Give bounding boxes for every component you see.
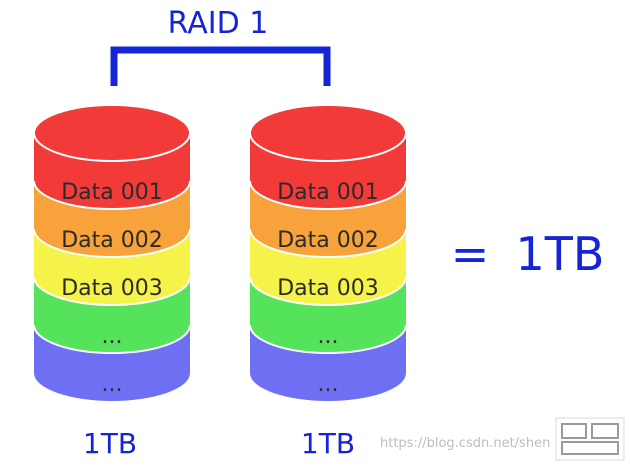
disk-1-capacity: 1TB — [83, 427, 137, 460]
equals-sign: = — [451, 227, 490, 281]
segment-divider — [249, 276, 407, 306]
mirror-bracket — [110, 46, 331, 86]
segment-divider — [33, 276, 191, 306]
segment-divider — [33, 324, 191, 354]
disk-segment-label: ... — [102, 324, 123, 349]
segment-divider — [33, 228, 191, 258]
disk-segment-label: ... — [318, 324, 339, 349]
disk-segment-label: Data 003 — [61, 276, 163, 301]
disk-top-cap — [33, 104, 191, 162]
disk-segment-label: Data 002 — [61, 228, 163, 253]
watermark-logo-icon — [555, 417, 625, 461]
disk-segment-label: Data 002 — [277, 228, 379, 253]
segment-divider — [33, 180, 191, 210]
disk-segment-label: Data 001 — [277, 180, 379, 205]
disk-top-cap — [249, 104, 407, 162]
result-capacity: 1TB — [516, 227, 605, 281]
disk-2-capacity: 1TB — [301, 427, 355, 460]
disk-segment-label: Data 003 — [277, 276, 379, 301]
disk-segment-label: ... — [318, 372, 339, 397]
segment-divider — [249, 228, 407, 258]
disk-segment-label: ... — [102, 372, 123, 397]
segment-divider — [249, 324, 407, 354]
raid-title: RAID 1 — [168, 6, 269, 41]
segment-divider — [249, 180, 407, 210]
watermark-text: https://blog.csdn.net/shen — [380, 436, 550, 451]
disk-segment-label: Data 001 — [61, 180, 163, 205]
